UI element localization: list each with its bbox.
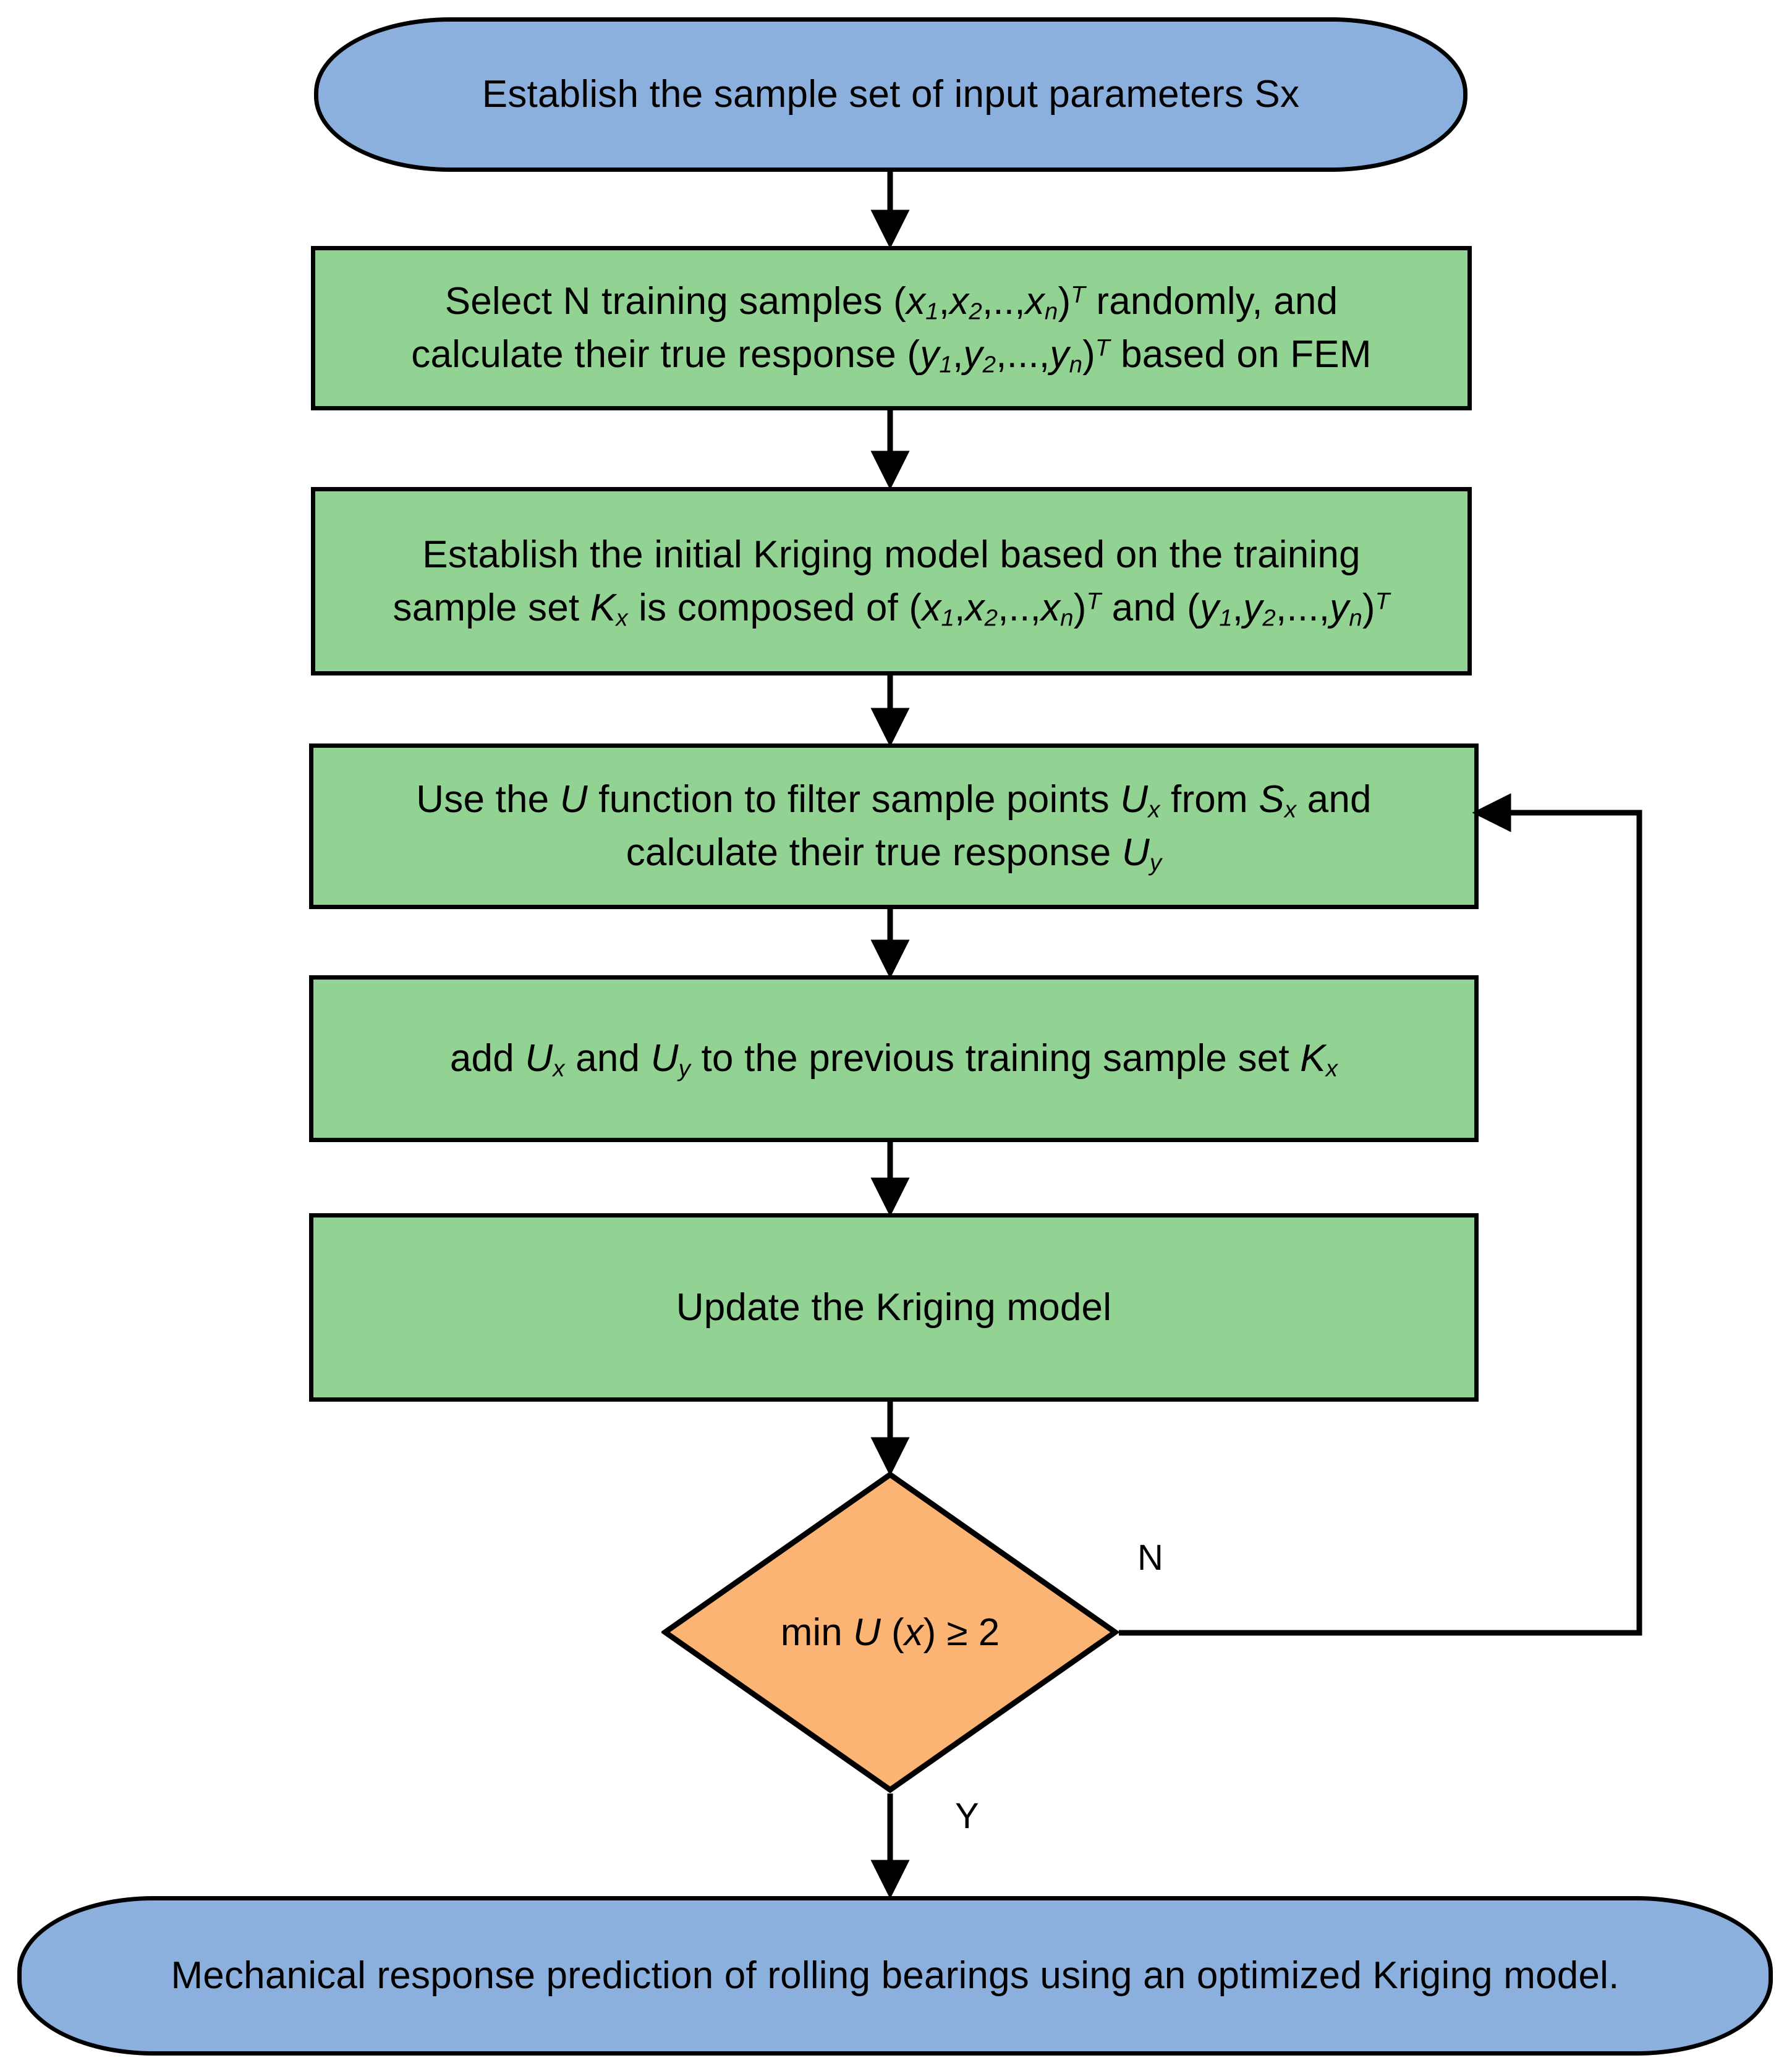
initial-kriging-x2-sub: 2 [984,604,998,631]
node-update-kriging: Update the Kriging model [309,1213,1479,1402]
initial-kriging-line2-a: sample set [393,586,590,629]
select-samples-y1-sub: 1 [939,351,953,378]
initial-kriging-sup-t: T [1086,588,1102,615]
add-to-set-ux: U [525,1037,553,1080]
node-select-samples-label: Select N training samples (x1,x2,..,xn)T… [411,280,1372,378]
edge-label-no: N [1137,1538,1163,1578]
initial-kriging-y2: y [1243,586,1263,629]
initial-kriging-dots: ,.., [998,586,1041,629]
node-end-terminal: Mechanical response prediction of rollin… [17,1896,1773,2056]
initial-kriging-line2-b: is composed of ( [627,586,922,629]
node-initial-kriging-label: Establish the initial Kriging model base… [393,533,1390,631]
decision-min: min [780,1611,853,1654]
select-samples-line1-a: Select N training samples ( [444,280,906,323]
add-to-set-uy-sub: y [678,1055,691,1082]
add-to-set-c: to the previous training sample set [690,1037,1301,1080]
add-to-set-k: K [1300,1037,1326,1080]
u-function-line1-d: and [1296,778,1372,821]
add-to-set-ux-sub: x [553,1055,565,1082]
initial-kriging-line1: Establish the initial Kriging model base… [422,533,1361,576]
select-samples-sup-t: T [1071,282,1085,309]
initial-kriging-dots2: ,..., [1276,586,1330,629]
add-to-set-k-sub: x [1325,1055,1338,1082]
select-samples-line1-b: randomly, and [1085,280,1338,323]
u-function-line1-a: Use the [416,778,560,821]
initial-kriging-y1-sub: 1 [1219,604,1233,631]
diamond-shape [661,1471,1119,1794]
node-u-function: Use the U function to filter sample poin… [309,743,1479,909]
initial-kriging-x1: x [922,586,941,629]
node-u-function-label: Use the U function to filter sample poin… [313,773,1474,879]
u-function-uy-sub: y [1149,849,1162,876]
initial-kriging-k: K [590,586,616,629]
select-samples-x2-sub: 2 [969,298,982,325]
initial-kriging-x2: x [965,586,985,629]
select-samples-close: ) [1058,280,1071,323]
decision-rest: ) ≥ 2 [923,1611,1000,1654]
select-samples-x1-sub: 1 [925,298,939,325]
node-decision-min-u: min U (x) ≥ 2 [661,1471,1119,1794]
node-decision-label: min U (x) ≥ 2 [781,1611,1000,1654]
select-samples-xn-sub: n [1044,298,1058,325]
node-update-kriging-label: Update the Kriging model [676,1285,1112,1329]
initial-kriging-k-sub: x [616,604,628,631]
select-samples-x1: x [906,280,926,323]
u-function-line1-b: function to filter sample points [587,778,1121,821]
initial-kriging-yn-sub: n [1349,604,1362,631]
node-add-to-set-label: add Ux and Uy to the previous training s… [313,1032,1474,1085]
select-samples-line2-a: calculate their true response ( [411,333,920,376]
initial-kriging-close2: ) [1362,586,1375,629]
initial-kriging-yn: y [1330,586,1349,629]
node-end-label: Mechanical response prediction of rollin… [171,1954,1620,1997]
node-start-terminal: Establish the sample set of input parame… [314,17,1467,172]
select-samples-y2: y [963,333,983,376]
initial-kriging-sup-t2: T [1375,588,1390,615]
u-function-line1-c: from [1160,778,1259,821]
select-samples-y2-sub: 2 [982,351,996,378]
select-samples-x2: x [949,280,969,323]
u-function-ux: U [1120,778,1149,821]
edge-label-yes: Y [955,1796,979,1836]
initial-kriging-y1: y [1200,586,1220,629]
node-add-to-set: add Ux and Uy to the previous training s… [309,975,1479,1142]
decision-u: U [852,1611,881,1654]
node-initial-kriging: Establish the initial Kriging model base… [311,487,1472,676]
u-function-sx-sub: x [1284,796,1297,823]
select-samples-yn: y [1050,333,1069,376]
initial-kriging-line2-c: and ( [1101,586,1200,629]
u-function-uy: U [1121,831,1150,874]
u-function-line2-a: calculate their true response [626,831,1122,874]
u-function-sx: S [1259,778,1285,821]
node-select-samples: Select N training samples (x1,x2,..,xn)T… [311,246,1472,410]
u-function-ux-sub: x [1148,796,1160,823]
select-samples-y1: y [920,333,940,376]
add-to-set-uy: U [650,1037,679,1080]
select-samples-sup-t2: T [1095,334,1110,362]
initial-kriging-close: ) [1073,586,1087,629]
initial-kriging-xn: x [1040,586,1061,629]
initial-kriging-xn-sub: n [1060,604,1074,631]
select-samples-yn-sub: n [1069,351,1083,378]
select-samples-line2-b: based on FEM [1110,333,1372,376]
add-to-set-a: add [449,1037,525,1080]
initial-kriging-x1-sub: 1 [941,604,955,631]
select-samples-xn: x [1025,280,1045,323]
node-start-label: Establish the sample set of input parame… [482,73,1300,116]
u-function-u: U [559,778,588,821]
decision-open: ( [880,1611,904,1654]
initial-kriging-y2-sub: 2 [1262,604,1276,631]
add-to-set-b: and [564,1037,651,1080]
select-samples-dots: ,.., [982,280,1026,323]
select-samples-close2: ) [1082,333,1095,376]
decision-x: x [904,1611,924,1654]
select-samples-dots2: ,..., [996,333,1050,376]
